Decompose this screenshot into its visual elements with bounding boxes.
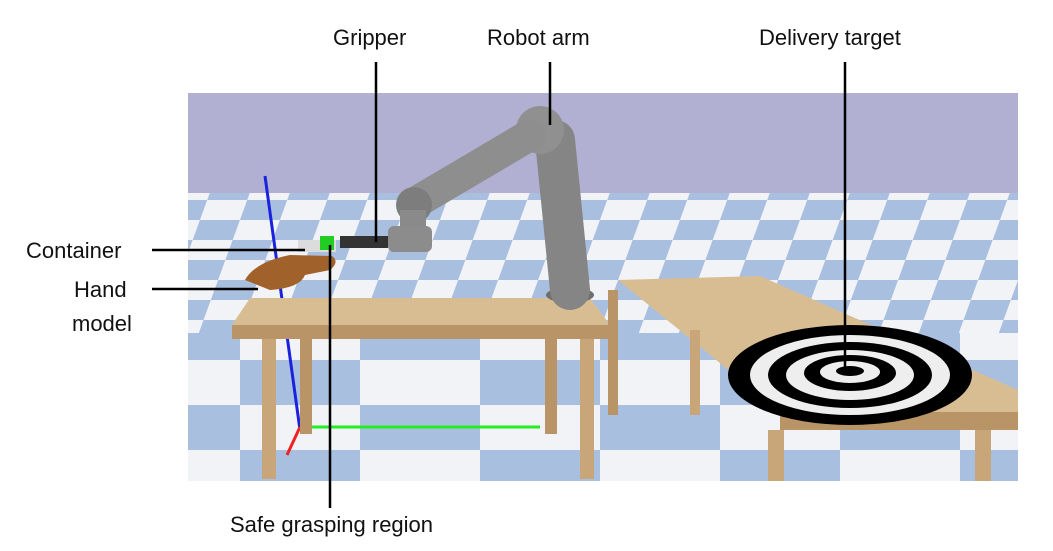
hand-model-label-line2: model (72, 311, 132, 336)
left-table (232, 298, 610, 479)
sky (188, 93, 1018, 193)
safe-grasping-region-label: Safe grasping region (230, 512, 434, 537)
safe-grasping-region (320, 236, 334, 250)
container-label: Container (26, 238, 122, 263)
robot-arm-label: Robot arm (487, 25, 590, 50)
x-axis (285, 426, 302, 456)
delivery-target-label: Delivery target (759, 25, 901, 50)
hand-model-label-line1: Hand (74, 277, 127, 302)
leader-lines (152, 62, 847, 508)
gripper-label: Gripper (333, 25, 407, 50)
robot-arm (340, 106, 594, 310)
hand-model (245, 255, 336, 290)
delivery-target (728, 325, 972, 425)
